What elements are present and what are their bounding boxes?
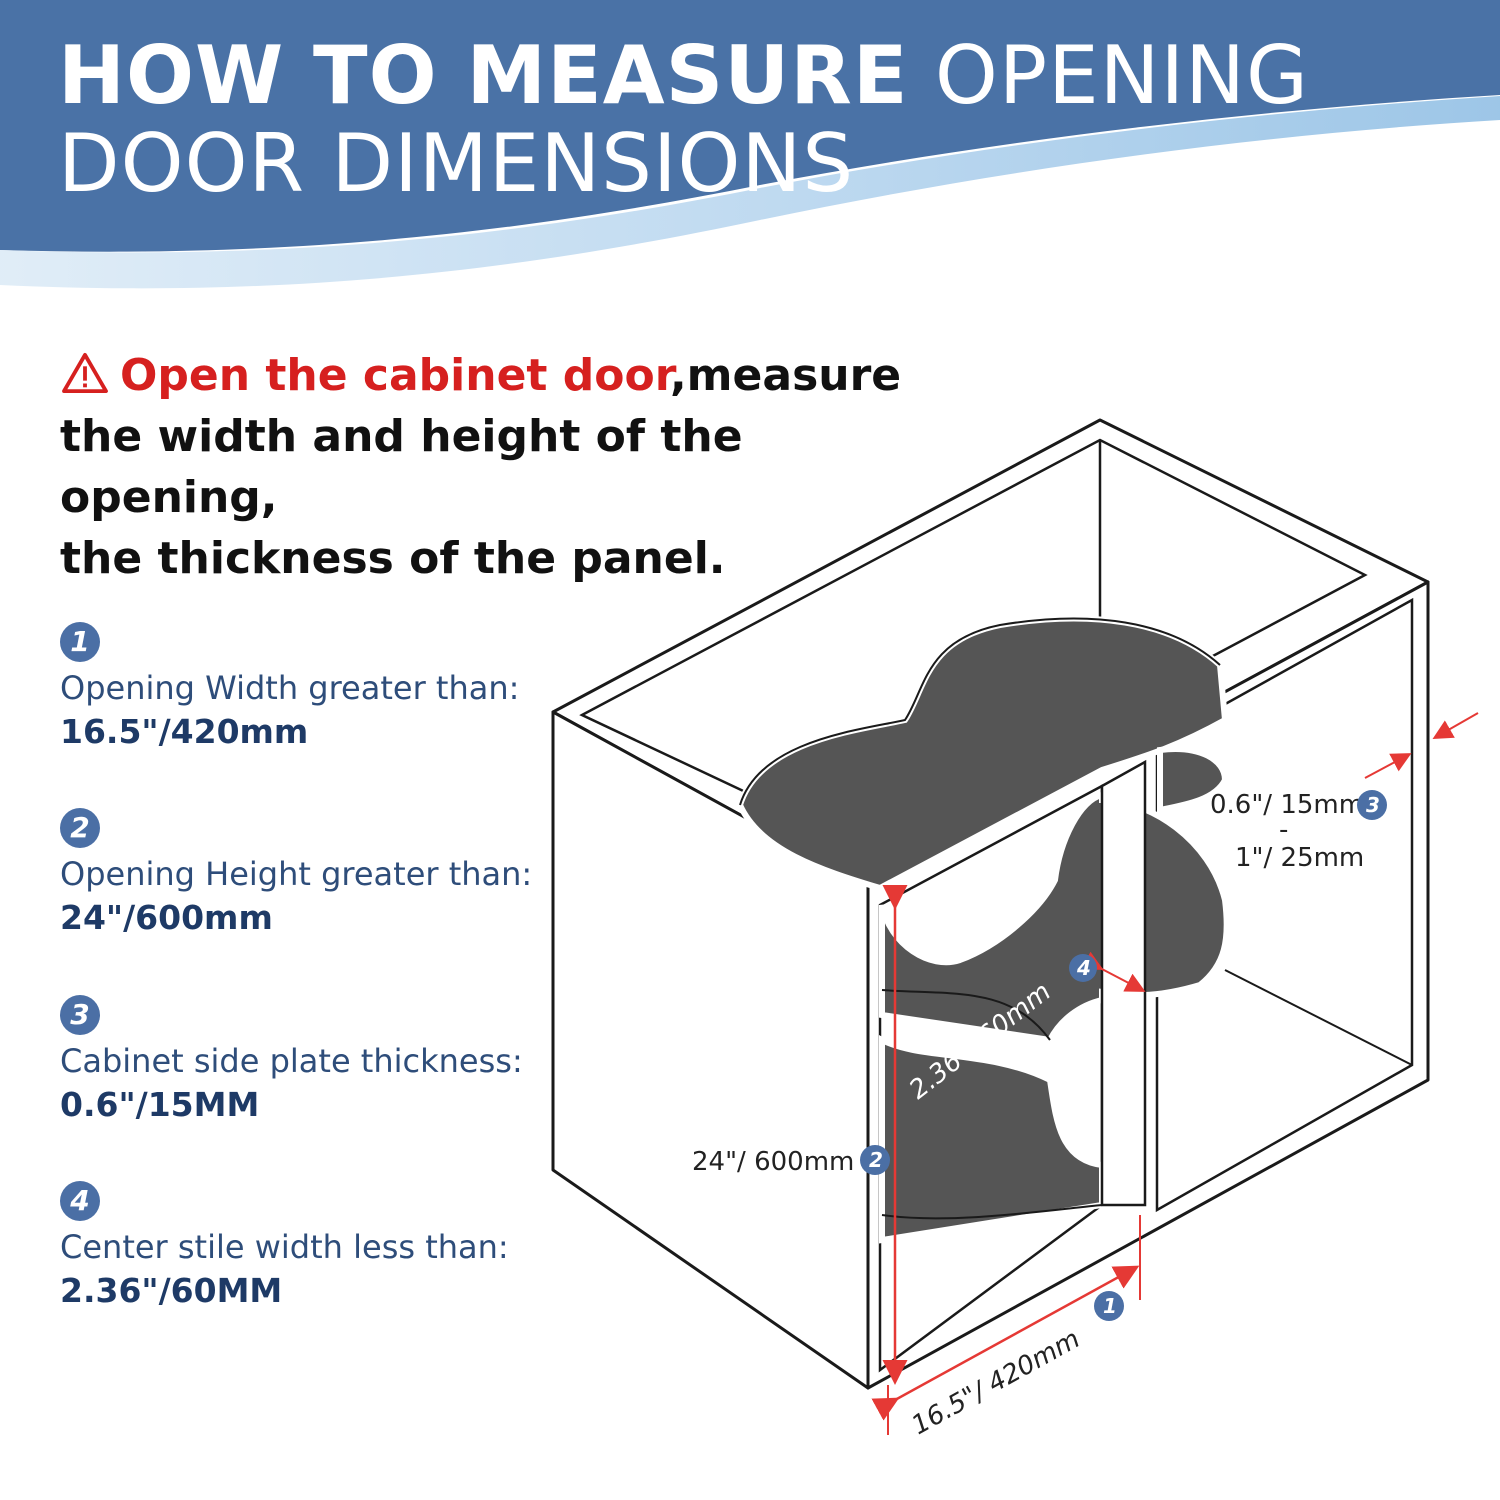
- badge-3-text: 3: [1366, 793, 1380, 817]
- intro-line1-rest: ,measure: [669, 350, 902, 401]
- item-value: 0.6"/15MM: [60, 1085, 260, 1124]
- badge-2: [860, 1145, 890, 1175]
- number-badge: 1: [60, 622, 100, 662]
- thickness-dash: -: [1279, 815, 1288, 845]
- title-bold: HOW TO MEASURE: [58, 29, 909, 122]
- intro-instructions: Open the cabinet door,measure the width …: [60, 345, 960, 589]
- thickness-label-1: 0.6"/ 15mm: [1210, 790, 1364, 820]
- item-value: 2.36"/60MM: [60, 1271, 283, 1310]
- height-label: 24"/ 600mm: [692, 1147, 854, 1177]
- intro-line2: the width and height of the opening,: [60, 411, 743, 523]
- page-title: HOW TO MEASURE OPENING DOOR DIMENSIONS: [58, 32, 1309, 208]
- badge-3: [1357, 790, 1387, 820]
- header-banner: [0, 0, 1500, 289]
- warning-text: Open the cabinet door: [120, 350, 670, 401]
- warning-icon: [62, 352, 108, 394]
- item-value: 16.5"/420mm: [60, 712, 309, 751]
- intro-line3: the thickness of the panel.: [60, 533, 726, 584]
- measure-item-thickness: 3 Cabinet side plate thickness: 0.6"/15M…: [60, 995, 580, 1127]
- measure-item-width: 1 Opening Width greater than: 16.5"/420m…: [60, 622, 580, 754]
- item-label: Cabinet side plate thickness:: [60, 1042, 523, 1080]
- thickness-label-2: 1"/ 25mm: [1235, 843, 1364, 873]
- badge-1: [1094, 1291, 1124, 1321]
- cabinet-diagram: 24"/ 600mm 2 16.5"/ 420mm 1 2.36"/ 60mm …: [551, 418, 1479, 1441]
- number-badge: 3: [60, 995, 100, 1035]
- item-label: Opening Width greater than:: [60, 669, 520, 707]
- badge-4-text: 4: [1076, 956, 1091, 980]
- item-value: 24"/600mm: [60, 898, 273, 937]
- number-badge: 4: [60, 1181, 100, 1221]
- number-badge: 2: [60, 808, 100, 848]
- measure-item-height: 2 Opening Height greater than: 24"/600mm: [60, 808, 580, 940]
- interior-line: [1224, 969, 1413, 1066]
- center-stile: [1100, 759, 1147, 1207]
- badge-2-text: 2: [869, 1148, 883, 1172]
- badge-4: [1069, 954, 1097, 982]
- badge-1-text: 1: [1103, 1294, 1117, 1318]
- item-label: Opening Height greater than:: [60, 855, 533, 893]
- title-light-2: DOOR DIMENSIONS: [58, 117, 855, 210]
- measure-item-stile: 4 Center stile width less than: 2.36"/60…: [60, 1181, 580, 1313]
- item-label: Center stile width less than:: [60, 1228, 509, 1266]
- thickness-dimension: 0.6"/ 15mm 3 - 1"/ 25mm: [1210, 712, 1479, 873]
- title-light-1: OPENING: [934, 29, 1309, 122]
